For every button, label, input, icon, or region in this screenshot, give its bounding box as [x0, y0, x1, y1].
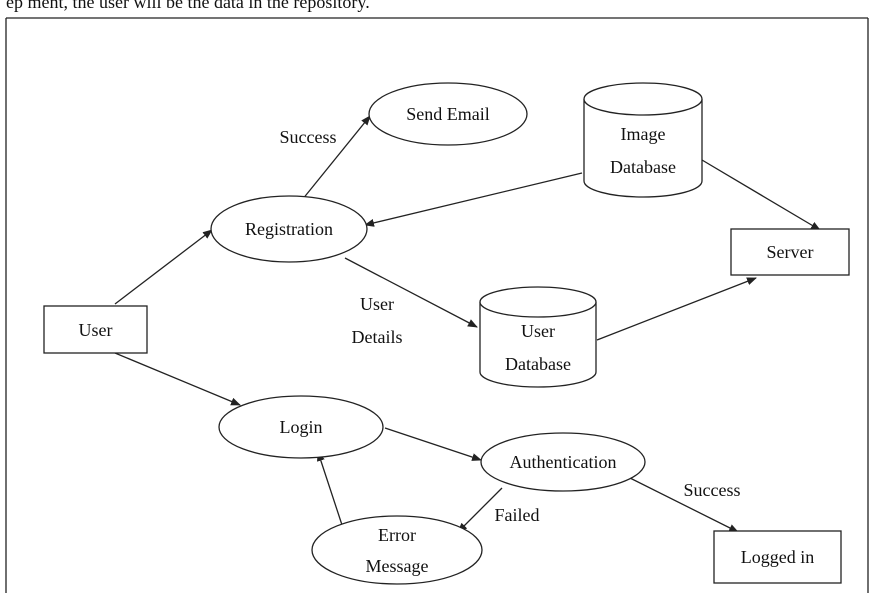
edge-label-user-details-line1: User	[360, 294, 394, 314]
node-user: User	[43, 305, 148, 354]
edge-error-login	[317, 451, 344, 529]
edge-label-user-details-line2: Details	[352, 327, 403, 347]
edge-user-registration	[114, 229, 213, 305]
authentication-ellipse	[480, 432, 646, 492]
authentication-label: Authentication	[510, 452, 617, 472]
logged-in-box	[713, 530, 842, 584]
node-server: Server	[730, 228, 850, 276]
node-image-database: Image Database	[583, 82, 703, 198]
edge-userdb-server	[596, 277, 757, 341]
send-email-label: Send Email	[406, 104, 490, 124]
registration-ellipse	[210, 195, 368, 263]
edge-label-auth-success: Success	[684, 480, 741, 500]
edges	[114, 115, 821, 533]
error-message-ellipse	[311, 515, 483, 585]
edge-registration-sendemail	[301, 115, 371, 201]
edge-authentication-error	[457, 487, 503, 533]
error-message-label-line1: Error	[378, 525, 416, 545]
edge-imagedb-server	[701, 159, 821, 231]
user-box	[43, 305, 148, 354]
node-user-database: User Database	[479, 286, 597, 388]
server-box	[730, 228, 850, 276]
image-db-label-line2: Database	[610, 157, 676, 177]
edge-registration-userdb	[344, 257, 478, 328]
header-fragment: ep ment, the user will be the data in th…	[6, 0, 370, 12]
send-email-ellipse	[368, 82, 528, 146]
user-db-label-line2: Database	[505, 354, 571, 374]
registration-label: Registration	[245, 219, 333, 239]
edge-label-auth-failed: Failed	[495, 505, 540, 525]
user-db-label-line1: User	[521, 321, 555, 341]
logged-in-label: Logged in	[741, 547, 815, 567]
node-send-email: Send Email	[368, 82, 528, 146]
node-login: Login	[218, 395, 384, 459]
edge-user-login	[114, 352, 241, 406]
node-authentication: Authentication	[480, 432, 646, 492]
login-label: Login	[280, 417, 323, 437]
user-label: User	[79, 320, 113, 340]
user-db-body	[479, 302, 597, 388]
image-db-top	[583, 82, 703, 116]
node-error-message: Error Message	[311, 515, 483, 585]
edge-login-authentication	[384, 427, 482, 461]
login-ellipse	[218, 395, 384, 459]
edge-imagedb-registration	[364, 172, 583, 227]
image-db-body	[583, 99, 703, 198]
diagram-frame	[5, 17, 869, 593]
node-registration: Registration	[210, 195, 368, 263]
edge-authentication-loggedin	[629, 477, 739, 533]
node-logged-in: Logged in	[713, 530, 842, 584]
error-message-label-line2: Message	[366, 556, 429, 576]
image-db-label-line1: Image	[621, 124, 666, 144]
edge-label-registration-success: Success	[280, 127, 337, 147]
user-db-top	[479, 286, 597, 318]
server-label: Server	[767, 242, 814, 262]
